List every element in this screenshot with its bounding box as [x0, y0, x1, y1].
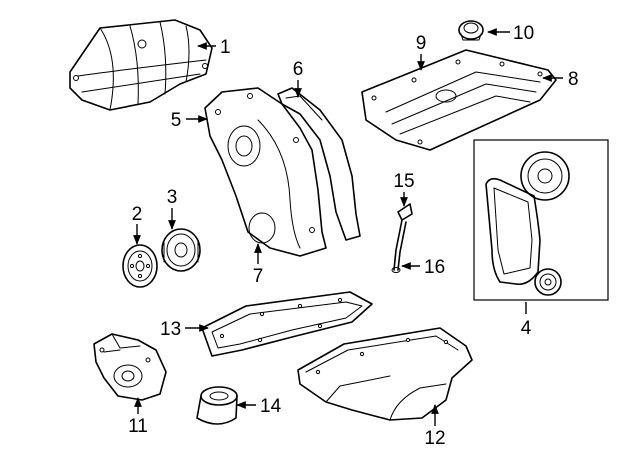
oil-pan-gasket: [201, 291, 373, 357]
callout-14: 14: [260, 396, 282, 417]
timing-cover: [204, 87, 327, 257]
callout-10: 10: [513, 23, 534, 44]
oil-dipstick: [391, 203, 413, 273]
callout-9: 9: [416, 33, 427, 54]
timing-chain-and-gears: [485, 151, 570, 296]
callout-11: 11: [128, 416, 148, 437]
callout-7: 7: [253, 266, 264, 287]
callout-15: 15: [393, 171, 414, 192]
callout-13: 13: [160, 319, 181, 340]
callout-5: 5: [171, 110, 182, 131]
timing-cover-gasket: [277, 87, 361, 241]
callout-6: 6: [293, 59, 304, 80]
callout-labels: 1 2 3 4 5 6 7 8 9 10 11 12 13 14 15 16: [128, 23, 578, 449]
oil-filler-cap: [458, 20, 484, 41]
callout-4: 4: [521, 318, 532, 339]
callout-1: 1: [220, 37, 231, 58]
valve-cover: [361, 49, 557, 151]
oil-pump: [93, 333, 167, 401]
crankshaft-pulley: [122, 244, 158, 288]
callout-8: 8: [568, 69, 579, 90]
oil-filter: [196, 386, 238, 425]
oil-pan: [297, 327, 473, 421]
callout-2: 2: [132, 204, 143, 225]
callout-3: 3: [167, 187, 178, 208]
callout-12: 12: [424, 428, 445, 449]
leader-lines: [133, 28, 563, 426]
timing-set-box: [473, 139, 609, 301]
intake-manifold: [69, 19, 213, 111]
callout-16: 16: [424, 257, 445, 278]
harmonic-balancer: [161, 228, 201, 272]
